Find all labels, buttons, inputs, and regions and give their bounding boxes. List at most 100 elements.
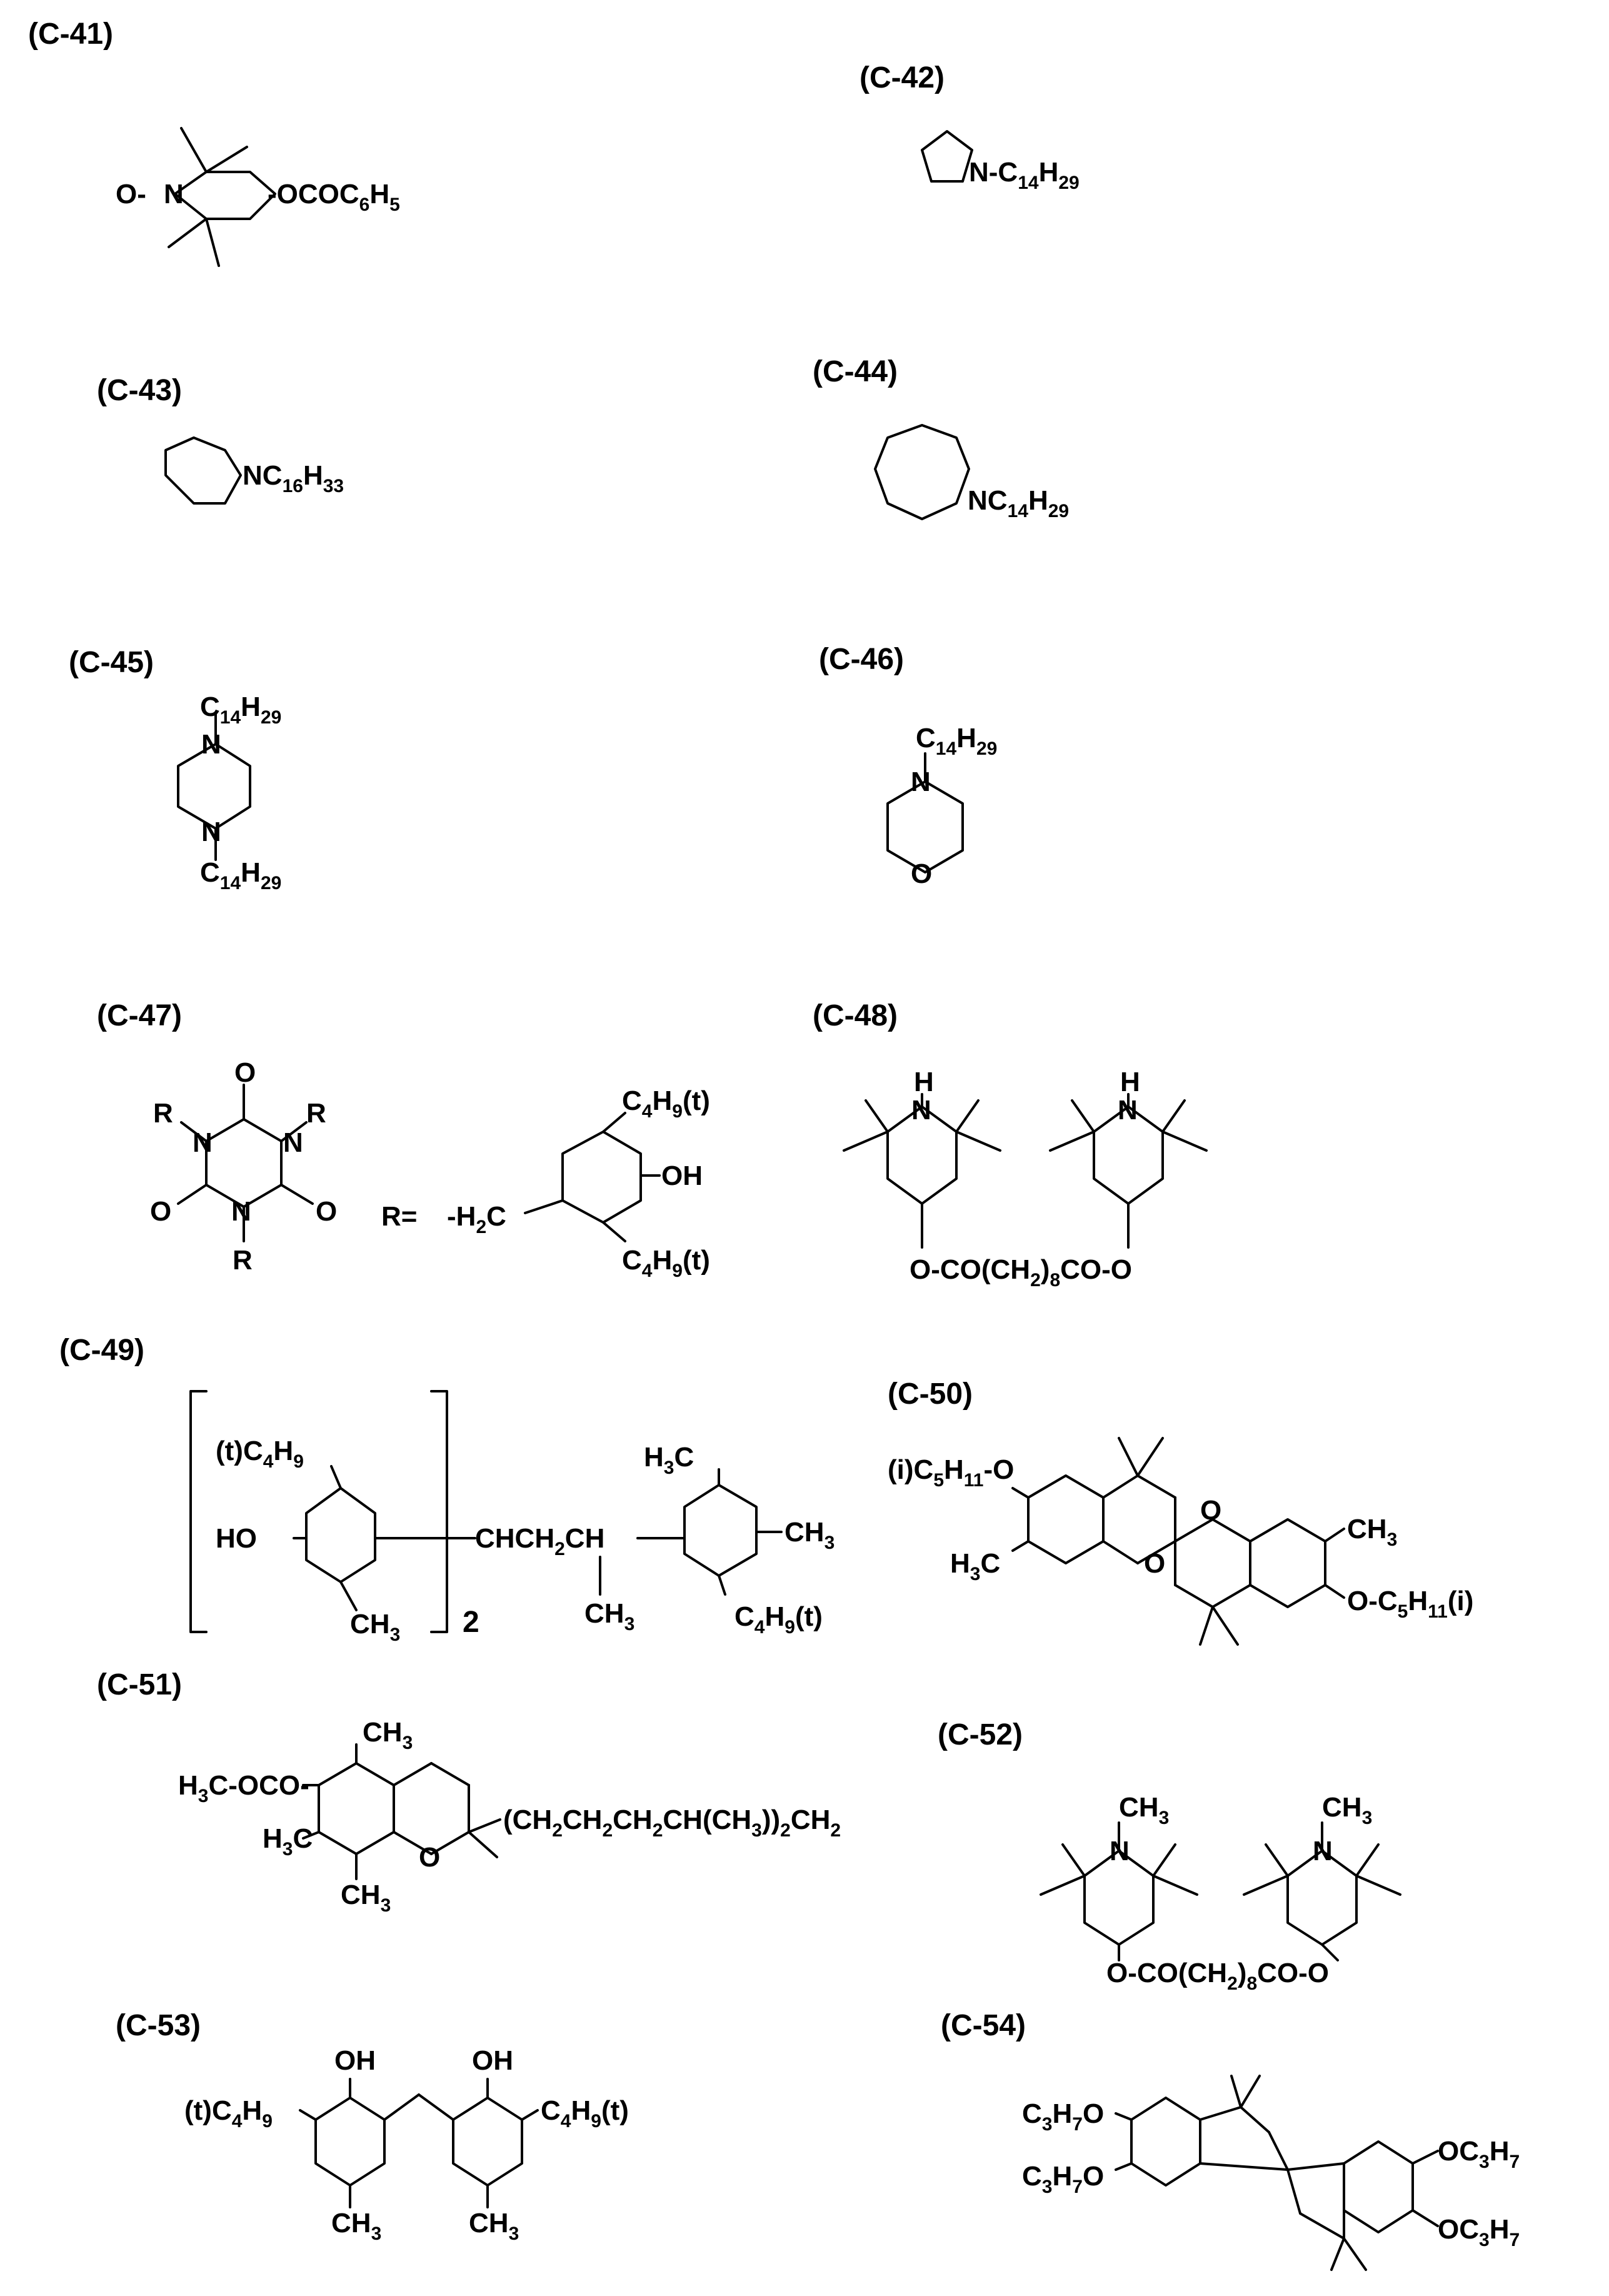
- atom-subscript: 3: [664, 1458, 674, 1478]
- atom-text: R=: [381, 1201, 417, 1232]
- atom-text: H: [241, 692, 261, 722]
- atom-label: C4H9(t): [622, 1085, 710, 1122]
- atom-text: C-OCO-: [208, 1770, 309, 1801]
- atom-text: H: [242, 2095, 262, 2126]
- atom-text: -H: [447, 1201, 476, 1232]
- atom-text: CO-O: [1060, 1254, 1132, 1285]
- atom-label: CH3: [363, 1717, 413, 1753]
- atom-label: H3C: [644, 1442, 694, 1478]
- atom-subscript: 3: [970, 1564, 981, 1584]
- atom-text: O: [150, 1196, 171, 1227]
- atom-text: C: [200, 692, 220, 722]
- atom-label: OH: [334, 2045, 376, 2076]
- atom-label: C4H9(t): [734, 1601, 823, 1638]
- compound-label: (C-47): [97, 999, 182, 1032]
- compound-c-54: (C-54) C3H7O C3H7O OC3H7 OC3H7: [941, 2009, 1520, 2270]
- atom-label: N: [1110, 1836, 1130, 1866]
- atom-text: R: [153, 1098, 173, 1129]
- compound-c-48: (C-48) H N H N O-CO(CH2)8CO-O: [813, 999, 1206, 1291]
- atom-subscript: 7: [1509, 2152, 1520, 2172]
- atom-text: C: [734, 1601, 754, 1632]
- atom-label: CH3: [584, 1598, 634, 1634]
- atom-text: N: [193, 1127, 213, 1158]
- atom-label: -H2C: [447, 1201, 506, 1237]
- atom-subscript: 3: [403, 1733, 413, 1753]
- atom-label: N: [231, 1196, 251, 1227]
- atom-label: N: [201, 729, 221, 760]
- atom-subscript: 29: [261, 873, 281, 894]
- atom-subscript: 3: [1479, 2230, 1490, 2250]
- atom-text: OH: [472, 2045, 513, 2076]
- atom-subscript: 2: [1030, 1270, 1041, 1291]
- atom-subscript: 9: [262, 2111, 273, 2132]
- atom-subscript: 2: [602, 1820, 613, 1841]
- atom-label: (i)C5H11-O: [888, 1454, 1014, 1491]
- compound-c-52: (C-52) CH3 N CH3 N O-CO(CH2)8CO-O: [938, 1718, 1400, 1994]
- atom-label: CHCH2CH: [475, 1523, 604, 1559]
- atom-subscript: 5: [1398, 1601, 1408, 1622]
- atom-text: N: [1118, 1095, 1138, 1125]
- compound-c-51: (C-51) CH3 H3C-OCO- H3C O CH3 (CH2CH2CH2…: [97, 1668, 841, 1916]
- atom-text: C: [1022, 2098, 1042, 2129]
- atom-subscript: 29: [976, 738, 997, 759]
- atom-subscript: 16: [283, 476, 303, 496]
- atom-text: CH: [563, 1805, 603, 1835]
- atom-label: N: [911, 767, 931, 797]
- atom-subscript: 3: [1479, 2152, 1490, 2172]
- atom-text: O-CO(CH: [910, 1254, 1030, 1285]
- atom-text: H: [1408, 1586, 1428, 1616]
- atom-subscript: 11: [964, 1470, 984, 1491]
- atom-subscript: 3: [624, 1614, 635, 1634]
- atom-label: O-: [116, 179, 146, 209]
- atom-text: CH: [341, 1880, 381, 1910]
- atom-label: C14H29: [200, 857, 281, 894]
- atom-text: (t): [683, 1245, 710, 1276]
- atom-text: C: [674, 1442, 694, 1473]
- atom-label: (t)C4H9: [216, 1436, 304, 1472]
- compound-c-49: (C-49) (t)C4H9 HO CH3 2 CHCH2CH CH3 H3C …: [59, 1334, 835, 1645]
- atom-label: O: [911, 858, 932, 889]
- atom-label: CH3: [784, 1517, 835, 1553]
- atom-text: H: [644, 1442, 664, 1473]
- atom-label: OH: [661, 1161, 703, 1191]
- atom-label: CH3: [331, 2208, 381, 2244]
- atom-subscript: 3: [1159, 1808, 1170, 1828]
- compound-label: (C-51): [97, 1668, 182, 1701]
- atom-subscript: 4: [263, 1451, 274, 1472]
- atom-subscript: 3: [509, 2223, 519, 2244]
- atom-text: CH(CH: [663, 1805, 751, 1835]
- atom-text: H: [956, 723, 976, 753]
- atom-subscript: 3: [198, 1786, 209, 1806]
- atom-text: H: [1490, 2136, 1510, 2167]
- atom-text: O: [419, 1842, 440, 1873]
- atom-subscript: 29: [1058, 173, 1079, 193]
- atom-subscript: 2: [1227, 1973, 1238, 1994]
- atom-text: H: [369, 179, 389, 209]
- atom-subscript: 3: [751, 1820, 762, 1841]
- atom-subscript: 14: [220, 707, 241, 728]
- compound-label: (C-41): [28, 18, 113, 51]
- atom-text: (t): [683, 1085, 710, 1116]
- atom-label: O-CO(CH2)8CO-O: [1106, 1958, 1329, 1994]
- compound-label: (C-54): [941, 2009, 1026, 2042]
- atom-label: H3C: [263, 1823, 313, 1860]
- atom-text: CH: [331, 2208, 371, 2238]
- atom-label: OC3H7: [1438, 2136, 1520, 2172]
- atom-subscript: 9: [784, 1617, 795, 1638]
- atom-subscript: 5: [933, 1470, 944, 1491]
- atom-text: NC: [243, 460, 283, 491]
- atom-text: CH: [469, 2208, 509, 2238]
- atom-label: CH3: [1119, 1792, 1169, 1828]
- atom-subscript: 2: [780, 1820, 791, 1841]
- atom-label: N: [283, 1127, 303, 1158]
- atom-label: OC3H7: [1438, 2214, 1520, 2250]
- compound-c-45: (C-45) C14H29 N N C14H29: [69, 646, 281, 894]
- atom-text: CH: [1322, 1792, 1362, 1823]
- atom-text: H: [914, 1067, 934, 1097]
- compound-label: (C-46): [819, 643, 904, 676]
- atom-text: ): [1238, 1958, 1247, 1988]
- atom-subscript: 2: [476, 1217, 486, 1237]
- atom-label: C4H9(t): [541, 2095, 629, 2132]
- atom-text: O-CO(CH: [1106, 1958, 1227, 1988]
- atom-text: N-C: [969, 157, 1018, 188]
